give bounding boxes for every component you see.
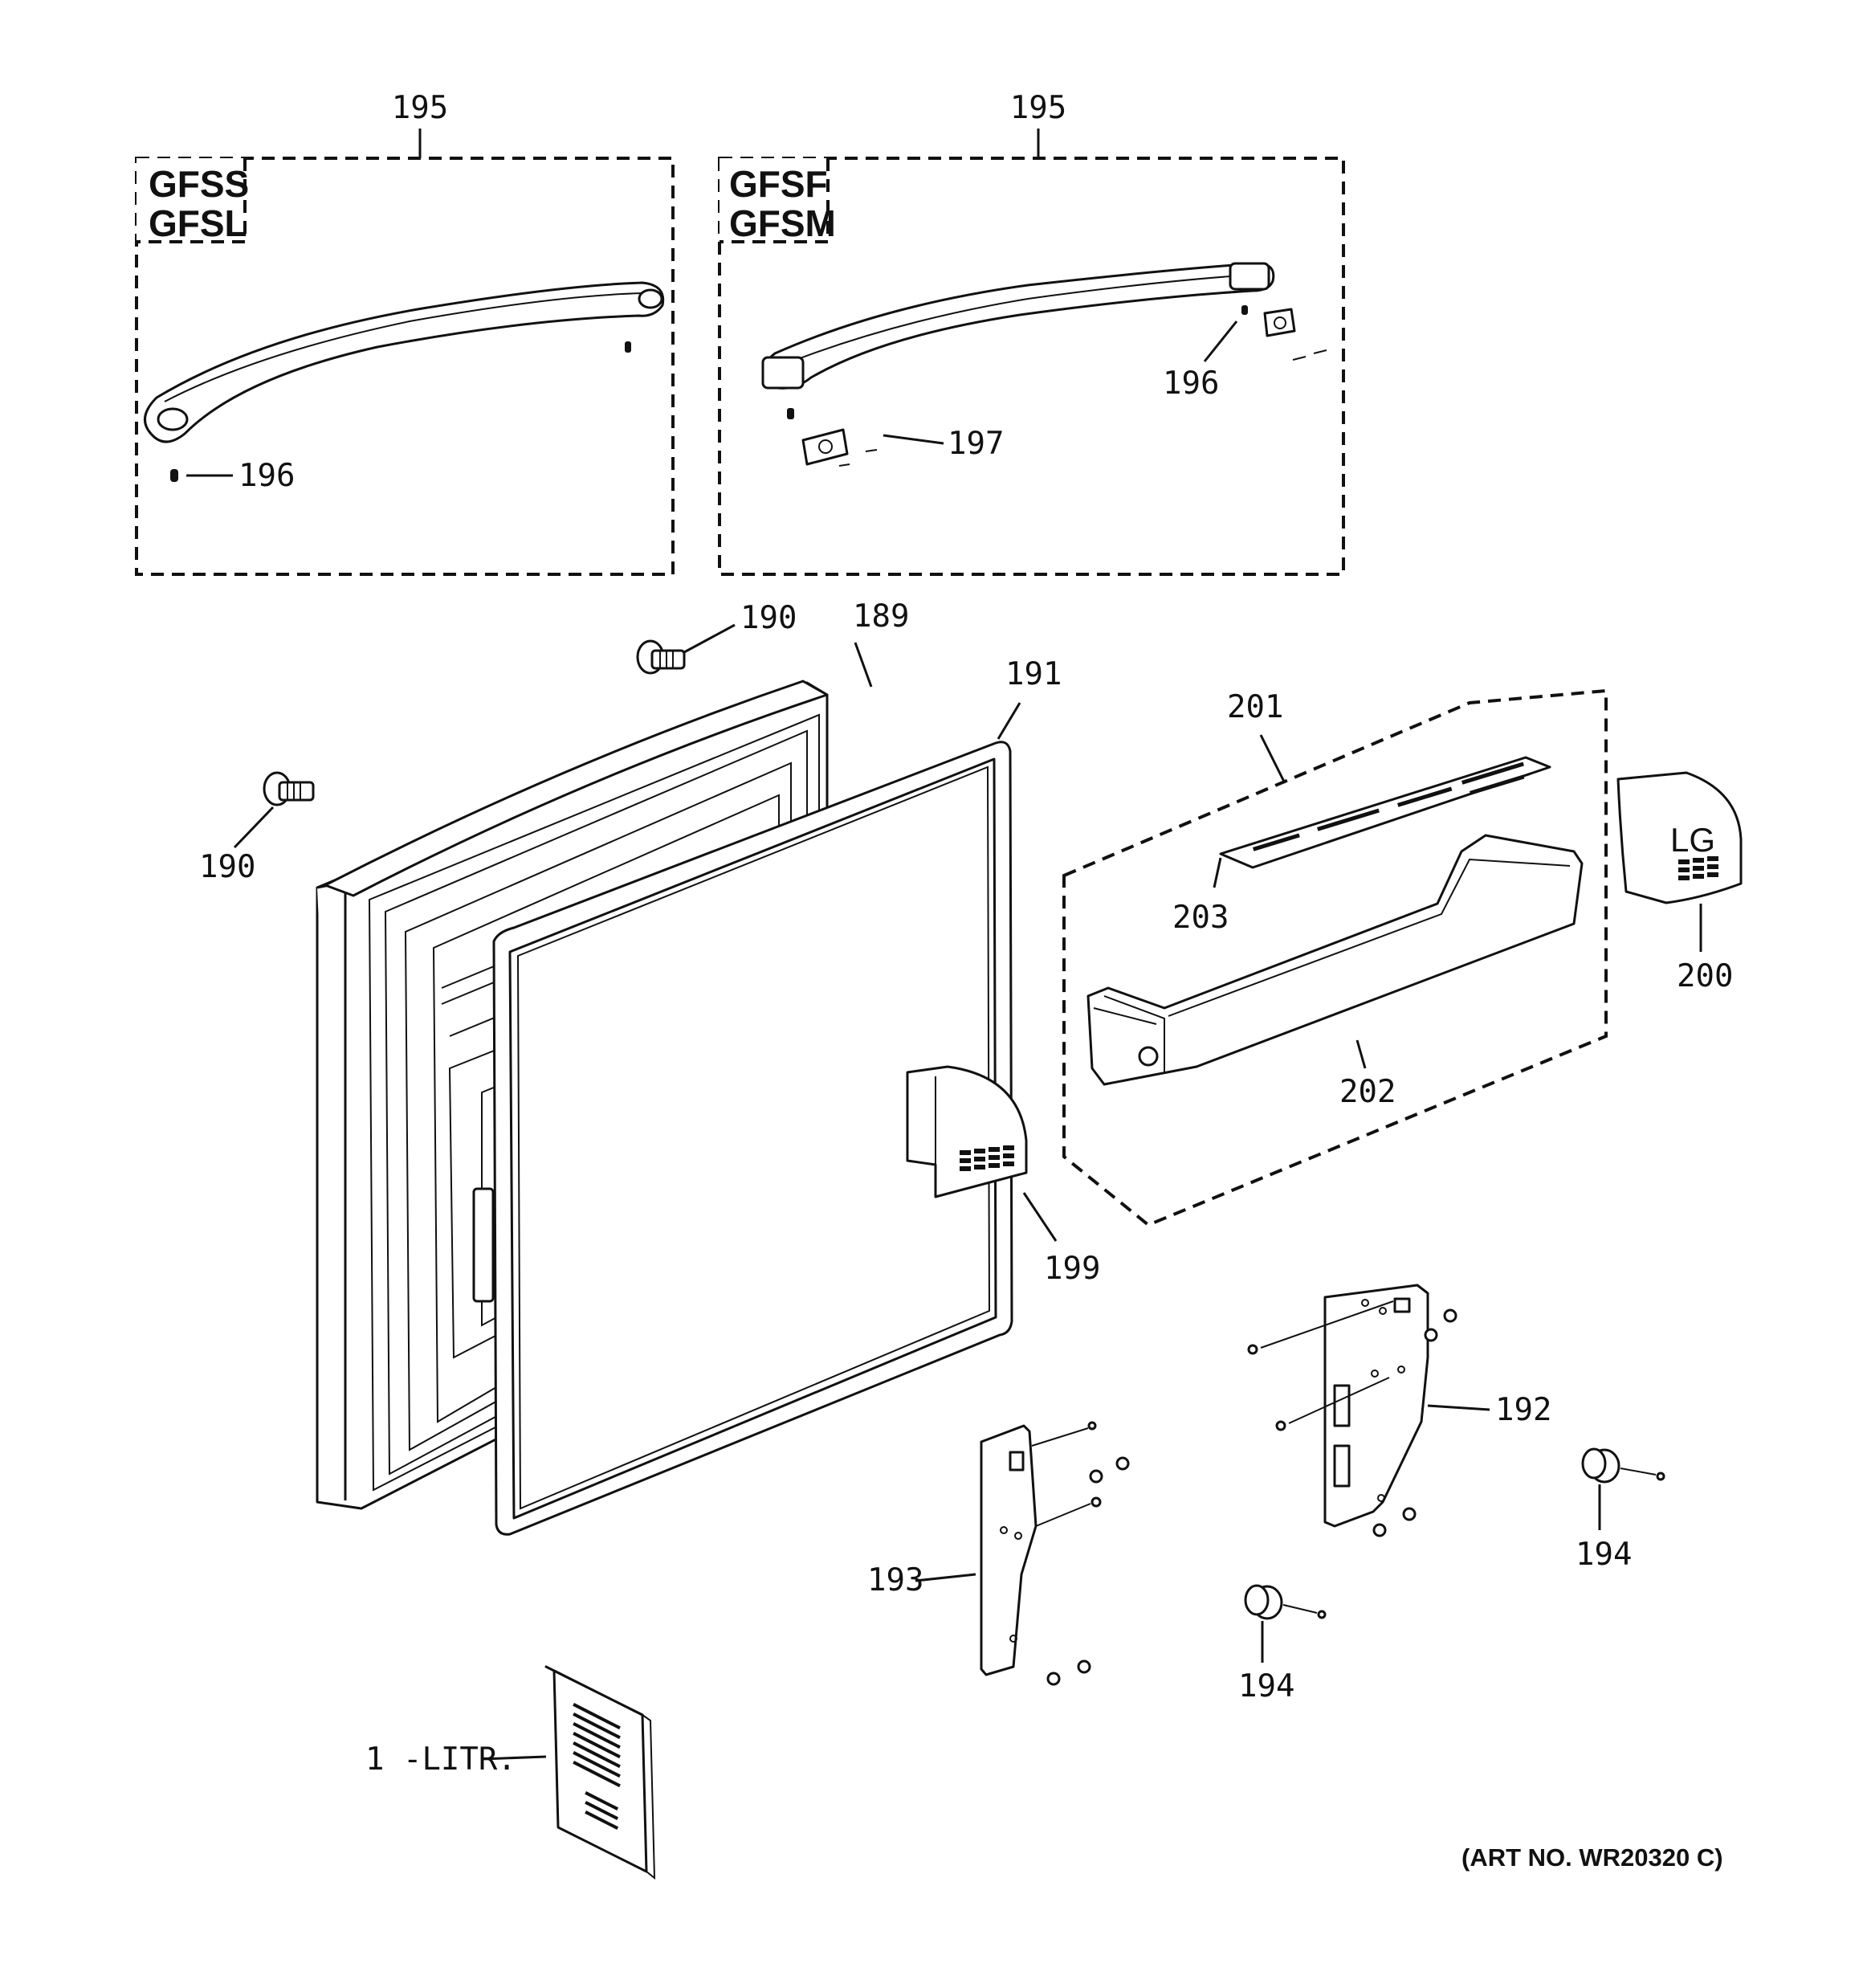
model-label-gfss: GFSS xyxy=(149,163,249,205)
hinge-cover-199 xyxy=(906,1065,1028,1198)
art-number: (ART NO. WR20320 C) xyxy=(1461,1843,1723,1872)
handle-bracket-left xyxy=(801,428,849,466)
callout-203: 203 xyxy=(1172,900,1229,936)
callout-literature: 1 -LITR. xyxy=(365,1741,516,1778)
handle-group-right: GFSF GFSM 195 196 197 xyxy=(718,90,1345,576)
lg-logo: LG xyxy=(1670,821,1715,859)
callout-196-right: 196 xyxy=(1163,365,1219,402)
model-label-gfsm: GFSM xyxy=(729,202,836,244)
model-label-gfsf: GFSF xyxy=(729,163,828,205)
callout-199: 199 xyxy=(1044,1251,1100,1287)
callout-194-left: 194 xyxy=(1238,1668,1294,1704)
callout-192: 192 xyxy=(1495,1392,1551,1428)
door-handle-right xyxy=(763,262,1275,390)
callout-189: 189 xyxy=(853,598,909,635)
door-gasket-191 xyxy=(492,741,1013,1536)
hinge-bracket-193 xyxy=(980,1421,1130,1686)
callout-202: 202 xyxy=(1339,1074,1396,1110)
callout-200: 200 xyxy=(1677,958,1733,994)
callout-197: 197 xyxy=(948,426,1004,462)
hinge-bracket-192 xyxy=(1247,1284,1457,1537)
hinge-pin-190-left: 190 xyxy=(199,771,315,885)
set-screw-196-left xyxy=(625,341,631,353)
model-label-gfsl: GFSL xyxy=(149,202,247,244)
handle-group-left-box xyxy=(135,157,675,576)
callout-190-left: 190 xyxy=(199,849,255,885)
literature-booklet xyxy=(544,1665,656,1880)
basket-cover-201 xyxy=(1219,756,1551,869)
spacer-194-left xyxy=(1244,1584,1327,1620)
callout-191: 191 xyxy=(1005,656,1062,692)
callout-194-right: 194 xyxy=(1576,1537,1632,1573)
hinge-pin-190-top: 190 xyxy=(636,600,797,675)
callout-195-right: 195 xyxy=(1010,90,1066,126)
handle-bracket-right xyxy=(1263,308,1296,337)
callout-201: 201 xyxy=(1227,689,1283,725)
callout-193: 193 xyxy=(867,1562,923,1598)
callout-196-left: 196 xyxy=(238,458,295,494)
bin-group-box xyxy=(1062,688,1608,1227)
door-handle-left xyxy=(144,281,665,443)
spacer-194-right xyxy=(1581,1447,1665,1484)
set-screw-196-left-b xyxy=(170,469,178,482)
bin-cap-200: LG xyxy=(1616,771,1743,904)
door-bin-202 xyxy=(1086,834,1584,1086)
handle-group-left: GFSS GFSL 195 196 xyxy=(135,90,675,576)
callout-190-top: 190 xyxy=(740,600,797,636)
callout-195-left: 195 xyxy=(392,90,448,126)
